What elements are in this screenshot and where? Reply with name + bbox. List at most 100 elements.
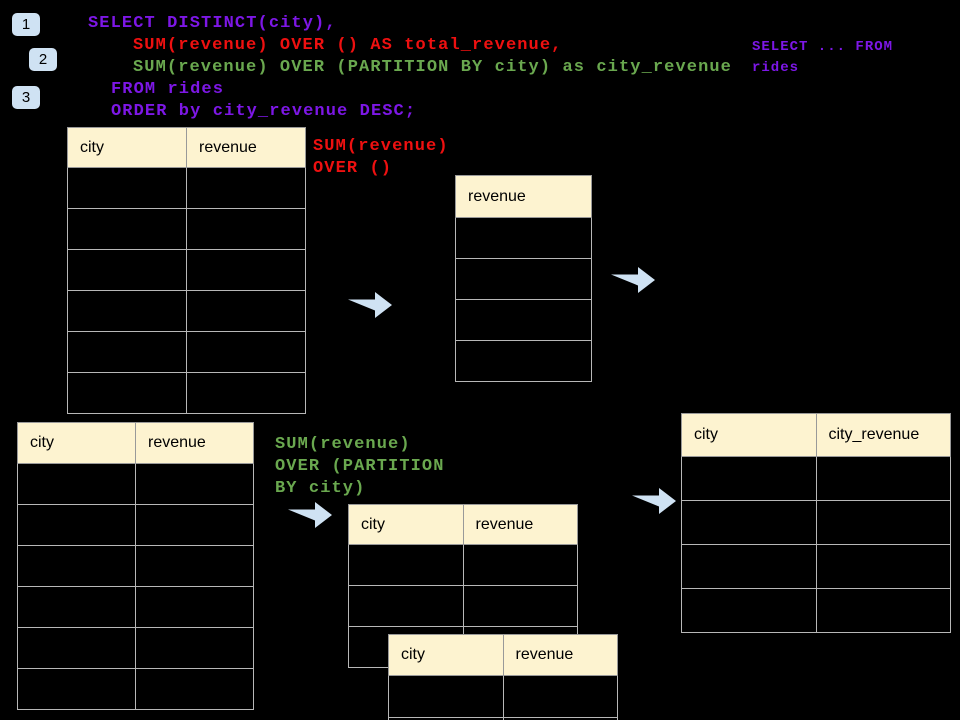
arrow-right-icon [632,488,676,514]
from-note-line1: SELECT ... FROM [752,39,894,55]
table-row [67,372,306,414]
total-revenue-result-table: revenue [455,175,592,382]
empty-cell [67,331,187,373]
table-row [67,249,306,291]
table-row [388,717,618,720]
empty-cell [135,463,254,505]
empty-cell [815,500,951,545]
table-row [681,456,951,501]
empty-cell [135,504,254,546]
empty-cell [67,208,187,250]
table-row [17,586,254,628]
empty-cell [17,627,136,669]
empty-cell [815,456,951,501]
column-header: city [388,634,504,676]
empty-cell [681,456,817,501]
column-header: city [67,127,187,168]
empty-cell [186,331,306,373]
step-badge-3: 3 [12,86,40,109]
empty-cell [455,258,592,300]
sql-line-select: SELECT DISTINCT(city), [88,14,337,33]
empty-cell [135,627,254,669]
empty-cell [17,668,136,710]
over-partition-line1: SUM(revenue) [275,435,411,454]
over-all-line2: OVER () [313,159,393,178]
empty-cell [17,504,136,546]
over-partition-line2: OVER (PARTITION [275,457,445,476]
table-row [67,331,306,373]
column-header: city [681,413,817,457]
empty-cell [502,717,618,720]
over-all-line1: SUM(revenue) [313,137,449,156]
from-rides-note: SELECT ... FROM rides [752,37,893,79]
empty-cell [815,544,951,589]
column-header: revenue [186,127,306,168]
over-partition-line3: BY city) [275,479,366,498]
table-row [348,585,578,627]
from-note-line2: rides [752,60,800,76]
empty-cell [67,372,187,414]
arrow-right-icon [348,292,392,318]
empty-cell [502,675,618,718]
table-row [67,290,306,332]
table-row [348,544,578,586]
empty-cell [186,372,306,414]
empty-cell [135,586,254,628]
table-row [681,500,951,545]
header-row: revenue [455,175,592,218]
column-header: revenue [502,634,618,676]
column-header: revenue [462,504,578,545]
empty-cell [186,167,306,209]
table-row [17,545,254,587]
column-header: city [17,422,136,464]
table-row [17,627,254,669]
empty-cell [455,340,592,382]
arrow-right-icon [611,267,655,293]
empty-cell [186,249,306,291]
table-row [455,299,592,341]
table-row [681,544,951,589]
empty-cell [67,249,187,291]
sql-line-city-revenue: SUM(revenue) OVER (PARTITION BY city) as… [133,58,732,77]
empty-cell [815,588,951,633]
empty-cell [17,545,136,587]
table-row [455,258,592,300]
table-row [388,675,618,718]
table-row [455,217,592,259]
table-row [67,208,306,250]
column-header: city_revenue [815,413,951,457]
empty-cell [388,675,504,718]
table-row [17,463,254,505]
empty-cell [186,290,306,332]
empty-cell [186,208,306,250]
column-header: revenue [455,175,592,218]
empty-cell [348,585,464,627]
empty-cell [135,545,254,587]
empty-cell [17,463,136,505]
table-row [17,668,254,710]
table-row [17,504,254,546]
empty-cell [681,544,817,589]
empty-cell [462,544,578,586]
empty-cell [348,544,464,586]
column-header: city [348,504,464,545]
table-row [67,167,306,209]
table-row [681,588,951,633]
column-header: revenue [135,422,254,464]
table-row [455,340,592,382]
sql-line-order-by: ORDER by city_revenue DESC; [111,102,417,121]
empty-cell [67,167,187,209]
step-badge-2: 2 [29,48,57,71]
arrow-right-icon [288,502,332,528]
